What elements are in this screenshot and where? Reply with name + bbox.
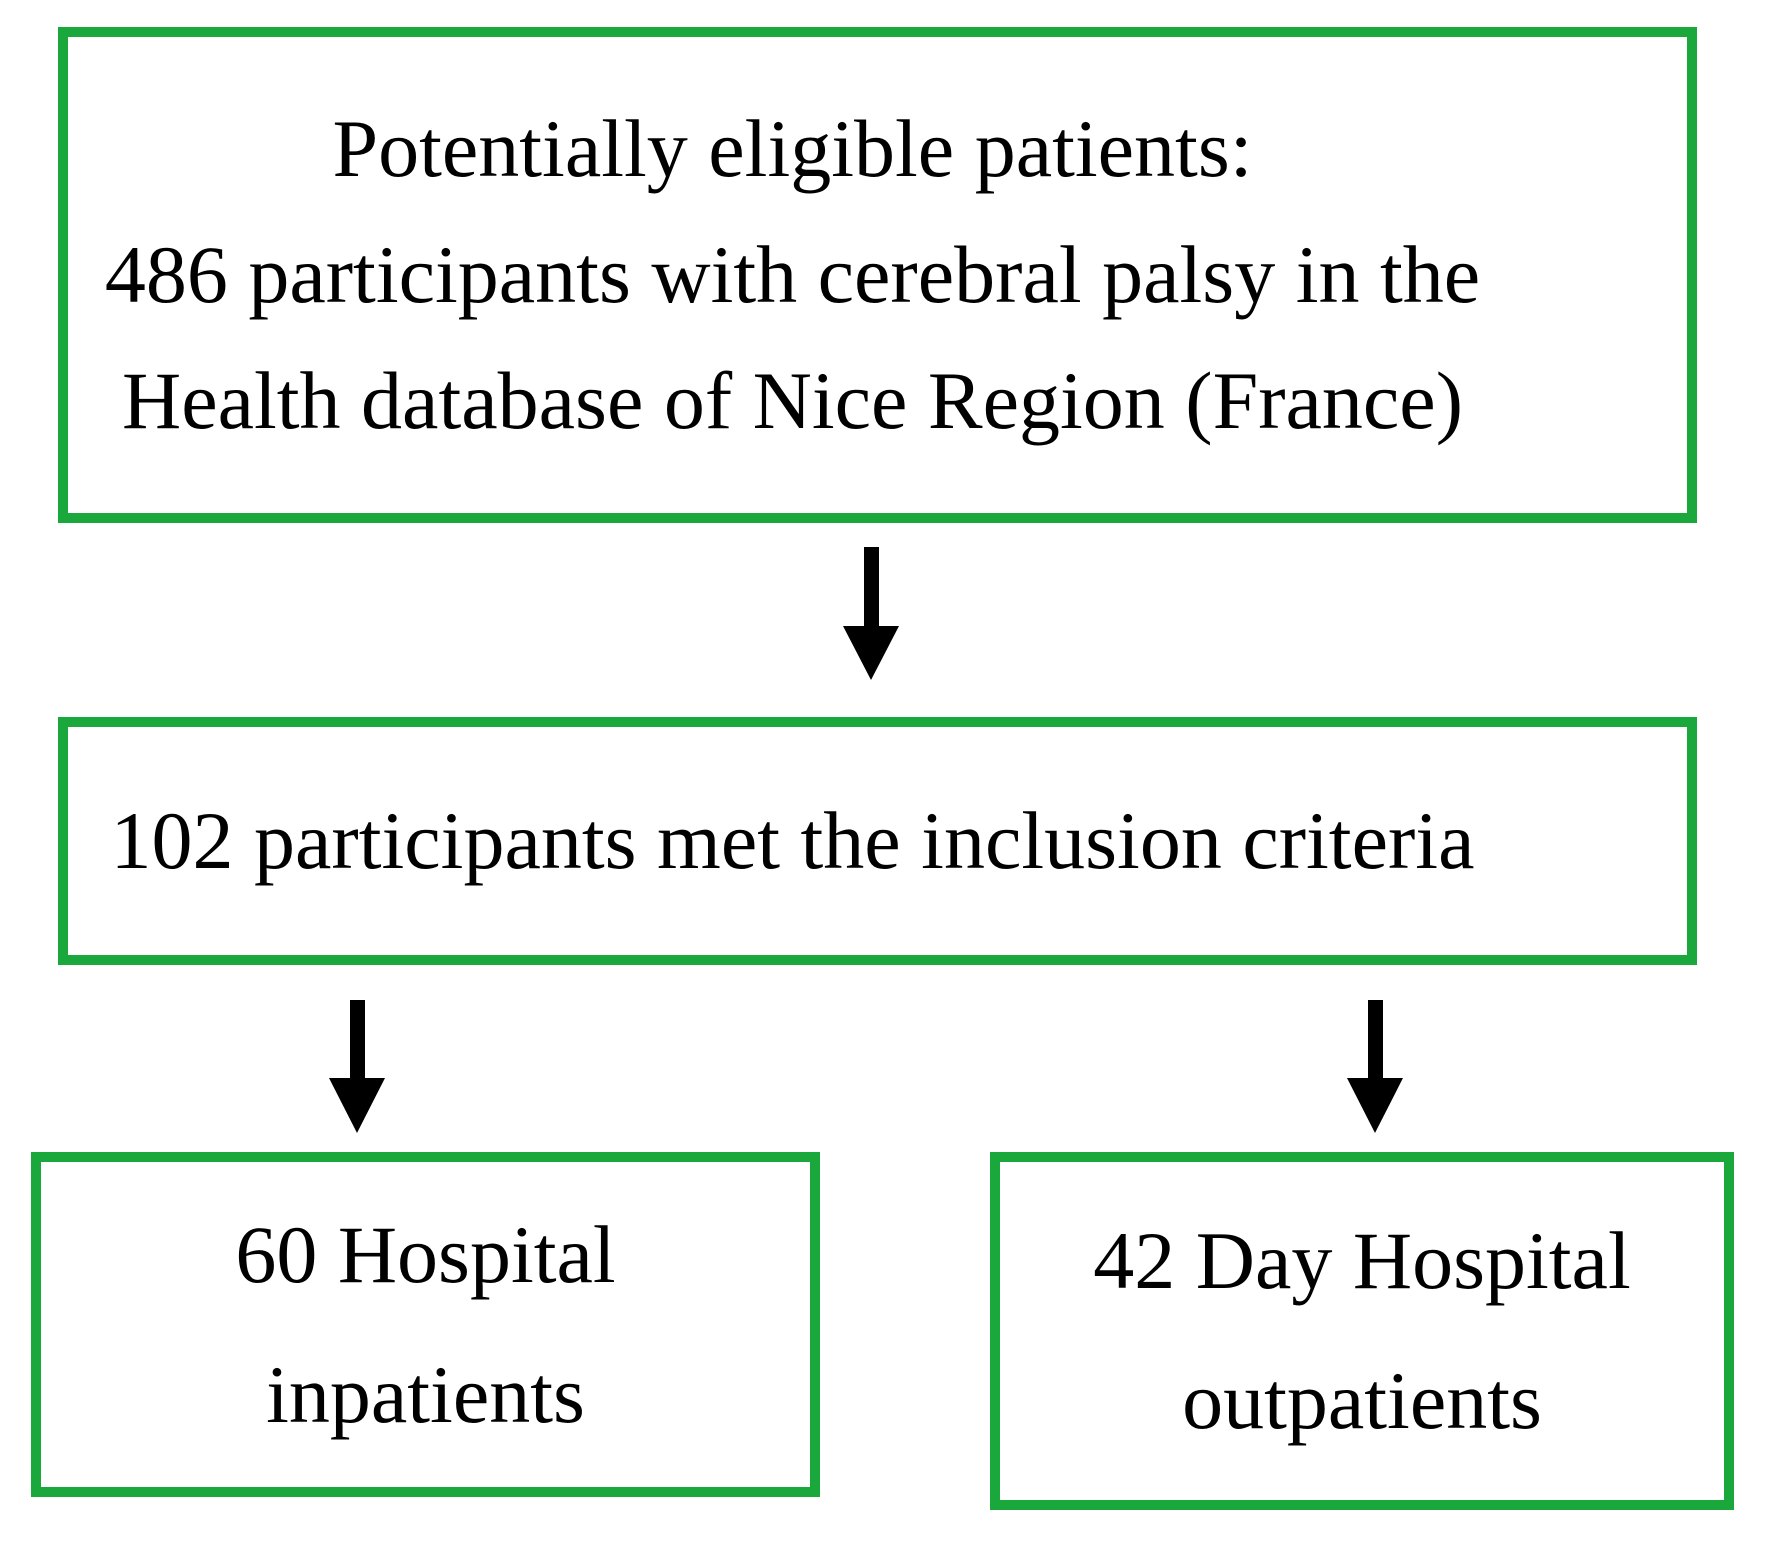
inpatients-box: 60 Hospital inpatients bbox=[31, 1152, 820, 1497]
arrow-stem bbox=[863, 547, 879, 626]
inpatients-line-2: inpatients bbox=[266, 1348, 585, 1440]
outpatients-line-2: outpatients bbox=[1182, 1355, 1542, 1446]
inclusion-criteria-box: 102 participants met the inclusion crite… bbox=[58, 717, 1697, 965]
arrow-head bbox=[329, 1078, 385, 1133]
arrow-stem bbox=[1367, 1000, 1383, 1078]
eligible-patients-line-2: 486 participants with cerebral palsy in … bbox=[104, 229, 1481, 320]
eligible-patients-line-3: Health database of Nice Region (France) bbox=[121, 355, 1464, 446]
arrow-head bbox=[843, 626, 899, 680]
eligible-patients-box: Potentially eligible patients: 486 parti… bbox=[58, 27, 1697, 523]
arrow-head bbox=[1347, 1078, 1403, 1133]
down-arrow-icon bbox=[843, 547, 899, 680]
arrow-stem bbox=[349, 1000, 365, 1078]
eligible-patients-line-1: Potentially eligible patients: bbox=[332, 103, 1253, 194]
down-arrow-icon bbox=[329, 1000, 385, 1133]
down-arrow-icon bbox=[1347, 1000, 1403, 1133]
inpatients-line-1: 60 Hospital bbox=[235, 1208, 616, 1300]
inclusion-criteria-line: 102 participants met the inclusion crite… bbox=[110, 795, 1475, 886]
outpatients-line-1: 42 Day Hospital bbox=[1093, 1215, 1631, 1306]
outpatients-box: 42 Day Hospital outpatients bbox=[990, 1152, 1734, 1510]
